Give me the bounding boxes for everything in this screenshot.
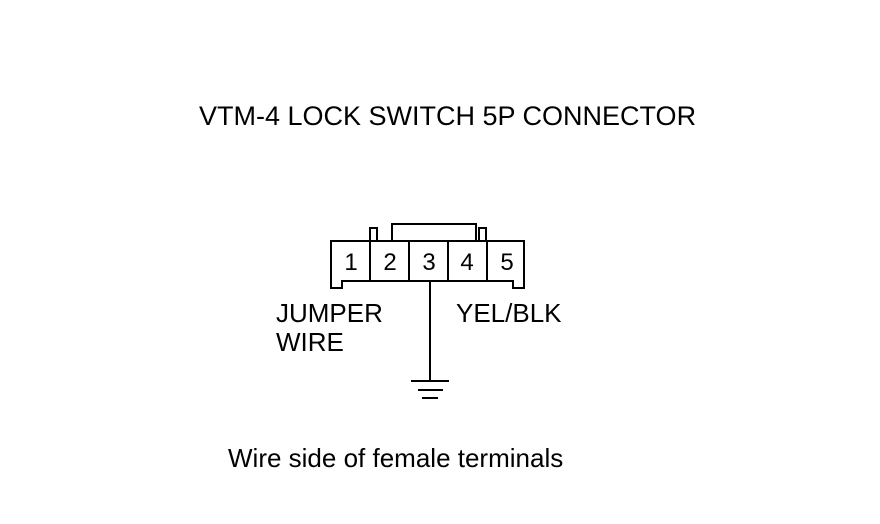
wire-color-label: YEL/BLK bbox=[456, 298, 562, 328]
jumper-label-line: JUMPER bbox=[276, 298, 383, 328]
diagram-title: VTM-4 LOCK SWITCH 5P CONNECTOR bbox=[199, 101, 697, 131]
connector-housing bbox=[330, 240, 525, 289]
jumper-label-line: WIRE bbox=[276, 327, 344, 357]
terminal-number: 1 bbox=[344, 249, 357, 276]
terminal-number: 3 bbox=[422, 249, 435, 276]
lock-tab bbox=[478, 227, 487, 241]
ground-icon bbox=[411, 380, 449, 399]
terminal-number: 4 bbox=[460, 249, 473, 276]
terminal-number: 2 bbox=[383, 249, 396, 276]
jumper-wire-label: JUMPER WIRE bbox=[276, 299, 383, 357]
terminal-number: 5 bbox=[500, 249, 513, 276]
jumper-wire-bridge bbox=[391, 223, 477, 241]
diagram-caption: Wire side of female terminals bbox=[228, 443, 564, 473]
lock-tab bbox=[369, 227, 378, 241]
